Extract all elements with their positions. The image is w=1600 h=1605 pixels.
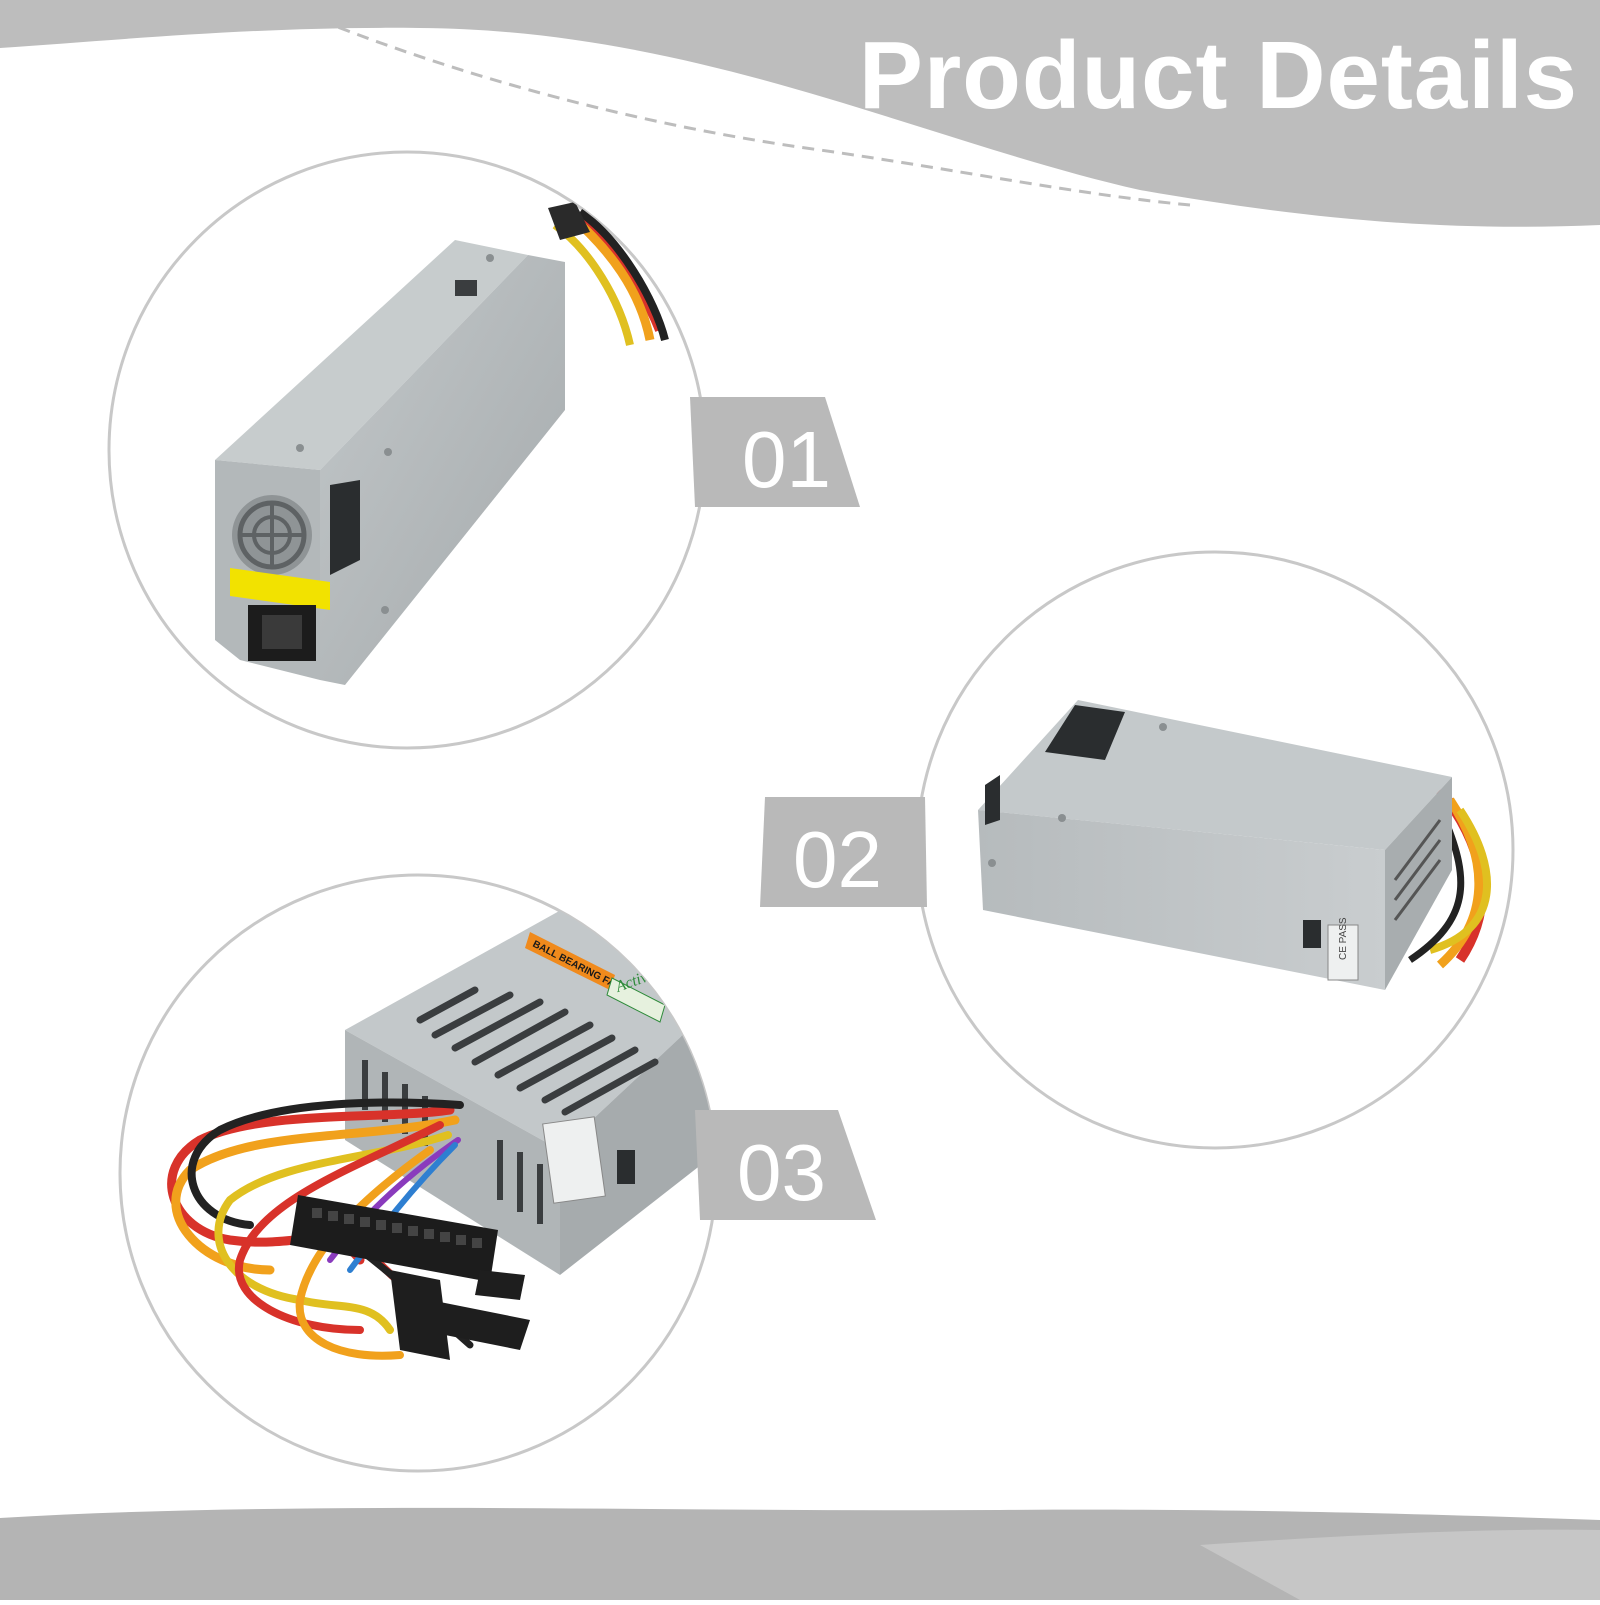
detail-3: BALL BEARING FAN Active (118, 873, 718, 1473)
top-banner (0, 0, 1600, 227)
number-tab-02: 02 (760, 797, 927, 907)
detail-number-01: 01 (742, 415, 831, 504)
top-dashed-curve (319, 18, 1191, 207)
psu-front-view-image (215, 202, 669, 685)
detail-2: CE PASS (915, 550, 1515, 1150)
bottom-banner (0, 1507, 1600, 1600)
psu-top-view-image: CE PASS (978, 700, 1491, 990)
number-tab-01: 01 (690, 397, 860, 507)
bottom-banner-highlight (1200, 1529, 1600, 1600)
number-tab-03: 03 (695, 1110, 876, 1220)
ball-bearing-label (525, 932, 615, 990)
warning-sticker (230, 568, 330, 610)
detail-number-03: 03 (737, 1128, 826, 1217)
ce-pass-label: CE PASS (1338, 917, 1349, 960)
page-title: Product Details (858, 22, 1578, 129)
psu-cables-view-image: BALL BEARING FAN Active (167, 905, 716, 1360)
detail-1 (107, 150, 707, 750)
detail-number-02: 02 (793, 815, 882, 904)
24-pin-connector (290, 1195, 498, 1282)
